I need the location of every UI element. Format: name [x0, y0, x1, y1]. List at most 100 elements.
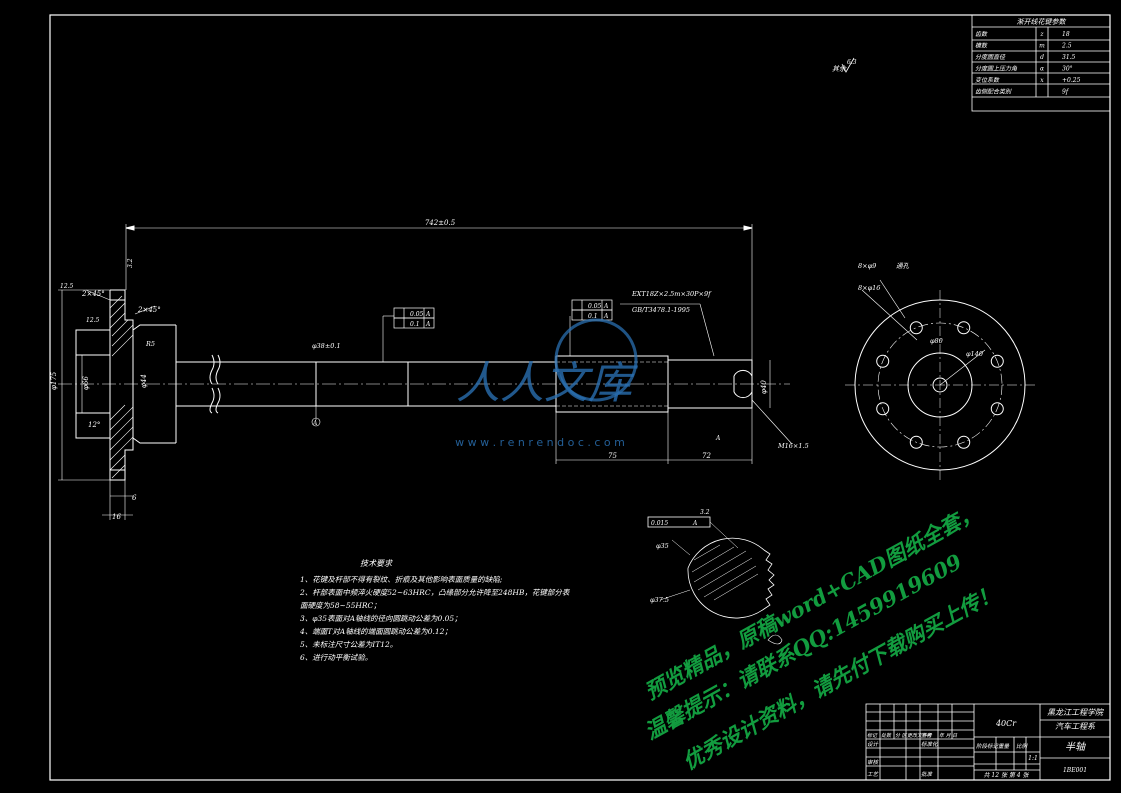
flange-end-view — [845, 279, 1035, 480]
tb-stage-label: 重量 — [998, 743, 1010, 750]
spline-row-value: 30° — [1062, 66, 1073, 73]
bolt-hole — [957, 321, 971, 335]
datum-label: A — [312, 420, 318, 427]
title-block-header-labels: 标记处数分 区更改文件号签名年 月 日 — [867, 732, 958, 739]
spline-row-value: 9f — [1062, 89, 1070, 96]
part-name: 半轴 — [1065, 741, 1086, 753]
spline-row-value: 31.5 — [1062, 54, 1076, 61]
gtol-4-value: 0.1 — [588, 313, 598, 320]
tech-req-item: 面硬度为58~55HRC； — [300, 601, 381, 610]
roughness-label: 其余 — [832, 65, 847, 73]
section-dia2: φ37.5 — [650, 596, 669, 604]
tb-role-label: 审核 — [867, 759, 880, 766]
tech-req-title: 技术要求 — [360, 559, 393, 568]
pcd-dim: φ140 — [966, 350, 983, 358]
bolt-hole — [876, 402, 890, 416]
watermark-logo: 人人文库 w w w . r e n r e n d o c . c o m — [455, 318, 639, 449]
gtol-1-value: 0.05 — [410, 311, 424, 318]
roughness-symbol — [841, 57, 855, 73]
tol-label: A — [715, 435, 721, 442]
tb-header-label: 更改文件号 — [907, 732, 933, 739]
watermark-url: w w w . r e n r e n d o c . c o m — [455, 436, 625, 449]
spline-row-name: 分度圆上压力角 — [975, 65, 1018, 73]
spline-row-symbol: x — [1040, 77, 1044, 84]
rough-2: 12.5 — [86, 317, 100, 324]
watermark-logo-text: 人人文库 — [456, 358, 639, 409]
tech-req-item: 5、未标注尺寸公差为IT12。 — [300, 640, 397, 649]
flange-width-dim: 16 — [112, 513, 121, 521]
tech-req-list: 1、花键及杆部不得有裂纹、折痕及其他影响表面质量的缺陷; 2、杆部表面中频淬火硬度… — [299, 575, 571, 662]
material: 40Cr — [995, 719, 1017, 728]
spline-row-name: 分度圆直径 — [975, 53, 1006, 61]
tech-req-item: 2、杆部表面中频淬火硬度52~63HRC，凸缘部分允许降至248HB，花键部分表 — [299, 588, 571, 597]
flange-chamfer-dim: 2×45° — [81, 290, 105, 298]
taper-angle-dim: 12° — [88, 421, 100, 429]
spline-row-name: 齿侧配合类别 — [975, 88, 1012, 96]
bolt-hole — [876, 354, 890, 368]
tech-req-item: 4、端面T对A轴线的端面圆跳动公差为0.12； — [299, 627, 452, 636]
spline-row-name: 变位系数 — [975, 76, 1000, 84]
title-block-stage-labels: 阶段标记重量比例 — [976, 743, 1029, 750]
tb-header-label: 标记 — [867, 732, 878, 739]
hub-dia-dim: φ66 — [82, 376, 90, 390]
tech-req-item: 6、进行动平衡试验。 — [300, 653, 372, 662]
gtol-3-value: 0.05 — [588, 303, 602, 310]
spline-std: GB/T3478.1-1995 — [632, 306, 690, 314]
through-note: 通孔 — [896, 262, 910, 270]
seg-72-dim: 72 — [702, 452, 711, 460]
gtol-frames — [393, 299, 613, 329]
flange-chamfer2-dim: 2×45° — [137, 306, 161, 314]
gtol-1-ref: A — [425, 311, 431, 318]
tb-header-label: 签名 — [921, 732, 932, 739]
center-dia-dim: φ80 — [930, 337, 943, 345]
tb-role-label: 工艺 — [867, 771, 880, 778]
tech-req-item: 1、花键及杆部不得有裂纹、折痕及其他影响表面质量的缺陷; — [300, 575, 503, 584]
tb-header-label: 分 区 — [895, 732, 908, 739]
rough-1: 12.5 — [60, 283, 74, 290]
tb-stage-label: 阶段标记 — [976, 743, 999, 750]
tech-req-item: 3、φ35表面对A轴线的径向圆跳动公差为0.05； — [300, 614, 462, 623]
gtol-2-value: 0.1 — [410, 321, 420, 328]
tb-role-label: 设计 — [867, 741, 879, 748]
spline-param-table — [971, 14, 1111, 112]
spline-row-value: 2.5 — [1061, 43, 1072, 50]
rough-3: 3.2 — [127, 258, 134, 268]
tb-header-label: 处数 — [881, 732, 892, 739]
gtol-3-ref: A — [603, 303, 609, 310]
title-block-role-labels: 设计标准化审核工艺批准 — [867, 741, 939, 778]
holes2-callout: 8×φ16 — [858, 284, 880, 292]
section-rough: 3.2 — [700, 509, 710, 516]
total-length-dim: 742±0.5 — [425, 219, 456, 227]
roughness-value: 6.3 — [847, 59, 857, 66]
drawing-number: 1BE001 — [1063, 767, 1087, 774]
school-name: 黑龙江工程学院 — [1047, 708, 1105, 717]
spline-section-detail — [647, 516, 783, 645]
spline-row-name: 齿数 — [975, 30, 988, 38]
thread-dim: M16×1.5 — [777, 442, 809, 450]
shaft-dia-dim: φ44 — [140, 374, 148, 388]
spline-row-symbol: d — [1040, 54, 1044, 61]
gtol-4-ref: A — [603, 313, 609, 320]
spline-row-value: 18 — [1062, 31, 1070, 38]
tb-header-label: 年 月 日 — [939, 732, 958, 739]
end-dia-dim: φ40 — [760, 380, 768, 394]
spline-row-value: +0.25 — [1062, 77, 1081, 84]
scale: 1:1 — [1028, 755, 1038, 762]
bolt-hole — [909, 435, 923, 449]
section-ref: A — [692, 520, 698, 527]
spline-row-symbol: z — [1039, 31, 1044, 38]
holes-callout: 8×φ9 — [858, 262, 876, 270]
bolt-hole — [990, 354, 1004, 368]
department: 汽车工程系 — [1055, 722, 1096, 731]
title-block — [865, 703, 1111, 781]
r-label: R5 — [145, 340, 155, 348]
shaft-main-view — [58, 224, 793, 520]
tb-stage-label: 比例 — [1016, 743, 1029, 750]
spline-spec: EXT18Z×2.5m×30P×9f — [631, 290, 712, 298]
drawing-frame — [49, 14, 1111, 781]
flange-bolt-holes — [876, 321, 1004, 449]
spline-row-symbol: m — [1039, 43, 1045, 50]
spline-row-name: 模数 — [975, 42, 988, 50]
